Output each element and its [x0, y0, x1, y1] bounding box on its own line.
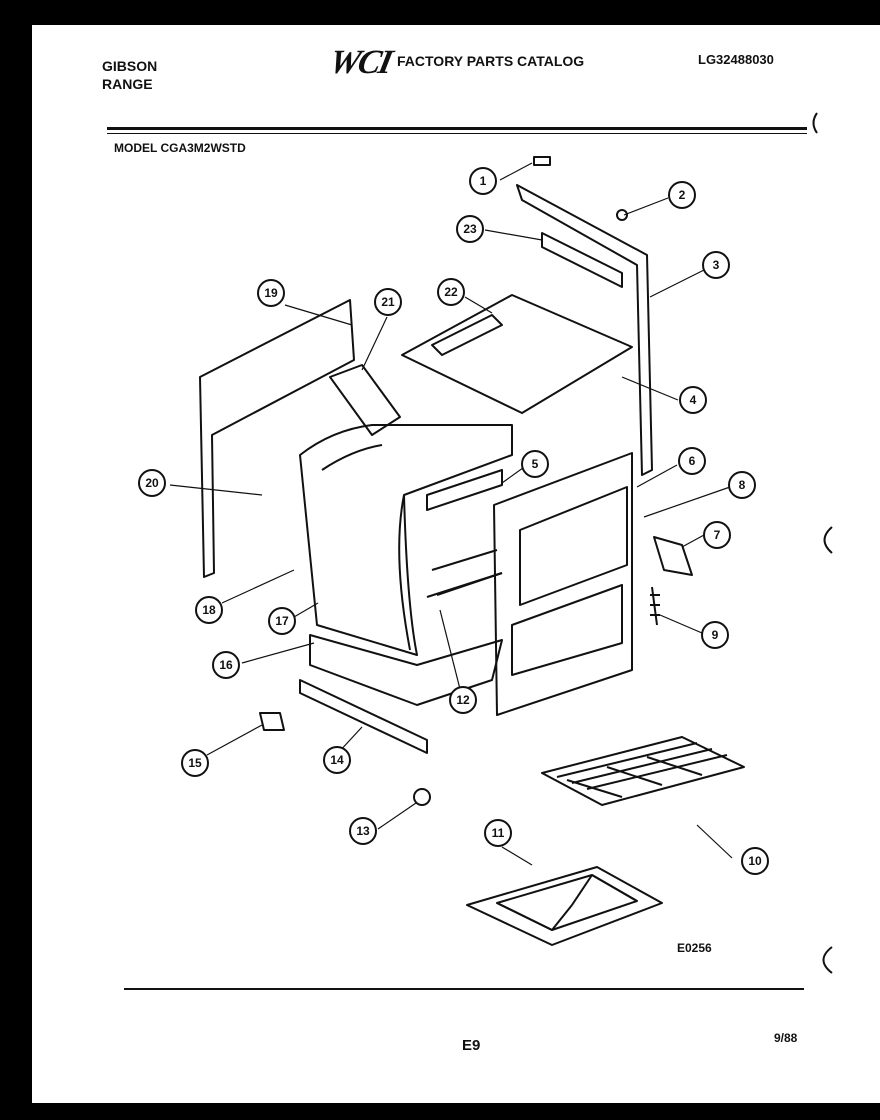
callout-circle-12 — [449, 686, 477, 714]
bracket — [259, 712, 285, 731]
callout-circle-8 — [728, 471, 756, 499]
callout-circle-3 — [702, 251, 730, 279]
callout-circle-15 — [181, 749, 209, 777]
date-code: 9/88 — [774, 1031, 798, 1045]
exploded-parts-diagram: 1 2 3 4 5 6 7 8 9 10 11 12 13 14 15 16 1… — [138, 112, 833, 974]
callout-9: 9 — [712, 628, 719, 642]
callout-10: 10 — [748, 854, 762, 868]
callout-15: 15 — [188, 756, 202, 770]
oven-liner — [299, 424, 513, 656]
catalog-page: GIBSON RANGE WCI FACTORY PARTS CATALOG L… — [32, 25, 880, 1103]
left-side-panel — [199, 299, 355, 578]
screw — [616, 209, 628, 221]
callout-5: 5 — [532, 457, 539, 471]
header-rule — [107, 127, 807, 130]
rear-panel — [516, 184, 653, 476]
front-frame — [493, 452, 633, 716]
oven-rack — [541, 736, 745, 806]
model-label: MODEL CGA3M2WSTD — [114, 141, 246, 155]
brand-block: GIBSON RANGE — [102, 57, 157, 93]
heat-shield — [329, 364, 401, 436]
callout-circle-23 — [456, 215, 484, 243]
header-rule-thin — [107, 133, 807, 134]
callout-circle-6 — [678, 447, 706, 475]
callout-19: 19 — [264, 286, 278, 300]
callout-4: 4 — [690, 393, 697, 407]
binding-mark-bottom — [822, 946, 833, 974]
callout-21: 21 — [381, 295, 395, 309]
callout-18: 18 — [202, 603, 216, 617]
callout-12: 12 — [456, 693, 470, 707]
leveling-leg — [413, 788, 431, 806]
bottom-rail — [299, 679, 428, 754]
callout-circle-18 — [195, 596, 223, 624]
callout-1: 1 — [480, 174, 487, 188]
callout-circle-11 — [484, 819, 512, 847]
callout-circle-5 — [521, 450, 549, 478]
burner-rod — [426, 572, 503, 598]
callout-20: 20 — [145, 476, 159, 490]
callout-circle-21 — [374, 288, 402, 316]
callout-3: 3 — [713, 258, 720, 272]
callout-circle-17 — [268, 607, 296, 635]
top-panel — [401, 294, 633, 414]
bottom-panel — [309, 634, 503, 706]
top-clip — [533, 156, 551, 166]
callout-11: 11 — [492, 826, 505, 840]
page-number: E9 — [462, 1037, 481, 1054]
callout-2: 2 — [679, 188, 686, 202]
callout-circle-20 — [138, 469, 166, 497]
callout-17: 17 — [275, 614, 289, 628]
door-hinge — [653, 536, 693, 576]
product-type: RANGE — [102, 76, 153, 92]
binding-mark-top — [812, 112, 818, 134]
binding-mark-middle — [823, 526, 833, 554]
callout-13: 13 — [356, 824, 370, 838]
door-spring — [650, 586, 660, 626]
callout-circle-9 — [701, 621, 729, 649]
callout-circle-22 — [437, 278, 465, 306]
callout-8: 8 — [739, 478, 746, 492]
callout-circle-4 — [679, 386, 707, 414]
callout-23: 23 — [463, 222, 477, 236]
diagram-code: E0256 — [677, 941, 712, 955]
catalog-title: FACTORY PARTS CATALOG — [397, 53, 585, 69]
callout-circle-14 — [323, 746, 351, 774]
footer-rule — [124, 988, 804, 990]
catalog-number: LG32488030 — [698, 52, 774, 67]
callout-circle-19 — [257, 279, 285, 307]
callout-7: 7 — [714, 528, 721, 542]
callout-22: 22 — [444, 285, 458, 299]
broiler-pan — [466, 866, 663, 946]
callout-circle-7 — [703, 521, 731, 549]
callout-circle-10 — [741, 847, 769, 875]
callout-14: 14 — [330, 753, 344, 767]
callout-6: 6 — [689, 454, 696, 468]
callout-circle-1 — [469, 167, 497, 195]
callout-circle-16 — [212, 651, 240, 679]
callout-16: 16 — [219, 658, 233, 672]
callout-circle-13 — [349, 817, 377, 845]
brand-name: GIBSON — [102, 58, 158, 74]
callout-circle-2 — [668, 181, 696, 209]
